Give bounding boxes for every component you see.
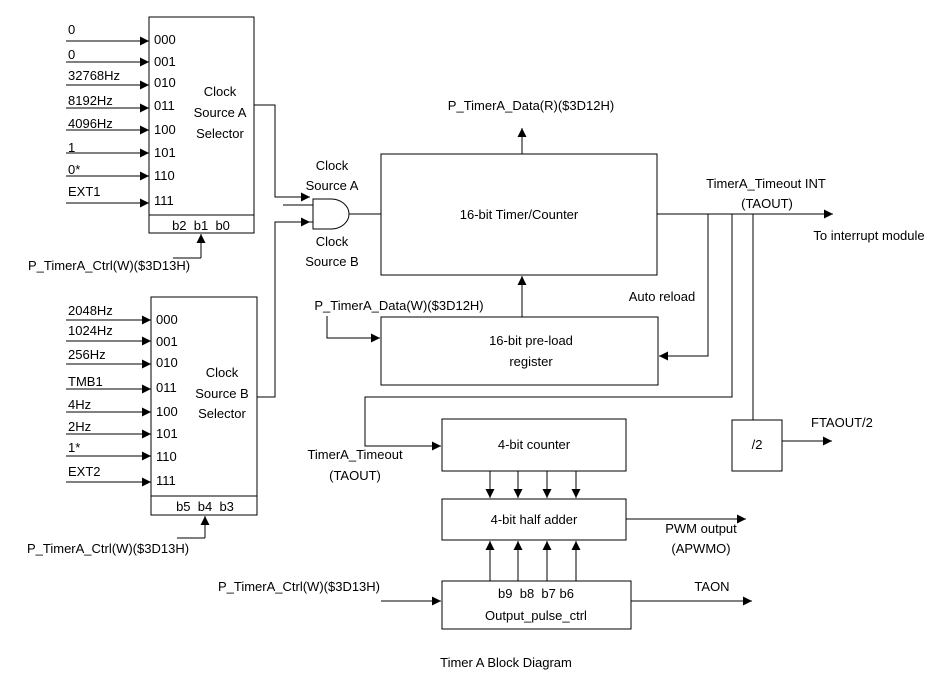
selector-b-input-label: 2048Hz xyxy=(68,303,113,318)
selector-b-input-label: 256Hz xyxy=(68,347,106,362)
and-label-a-line-1: Clock xyxy=(316,158,349,173)
selector-b-title-line-1: Clock xyxy=(206,365,239,380)
counter-timeout-label-line-2: (TAOUT) xyxy=(329,468,381,483)
selector-b-code: 111 xyxy=(156,473,176,488)
timer-counter-label: 16-bit Timer/Counter xyxy=(460,207,579,222)
selector-a-input-label: 4096Hz xyxy=(68,116,113,131)
adder-label: 4-bit half adder xyxy=(491,512,578,527)
pwm-label-line-2: (APWMO) xyxy=(671,541,730,556)
divider-box xyxy=(731,419,783,472)
timer-counter-box xyxy=(380,153,658,276)
preload-write-arrow xyxy=(326,316,380,343)
selector-b-input-label: EXT2 xyxy=(68,464,101,479)
selector-a-bits: b2 b1 b0 xyxy=(172,218,230,233)
selector-a-code: 110 xyxy=(154,168,175,183)
selector-b-code: 100 xyxy=(156,404,178,419)
selector-a-code: 000 xyxy=(154,32,176,47)
selector-a-title-line-2: Source A xyxy=(194,105,247,120)
selector-b-code: 000 xyxy=(156,312,178,327)
auto-reload-wire xyxy=(659,214,709,361)
divider-output-label: FTAOUT/2 xyxy=(811,415,873,430)
selector-a-input-label: 0 xyxy=(68,22,75,37)
selector-b-bits: b5 b4 b3 xyxy=(176,499,234,514)
preload-write-label: P_TimerA_Data(W)($3D12H) xyxy=(314,298,483,313)
selector-b-title-line-2: Source B xyxy=(195,386,248,401)
pulse-ctrl-box xyxy=(441,580,632,630)
counter4-box xyxy=(441,418,627,472)
selector-b-input-label: TMB1 xyxy=(68,374,103,389)
selector-b-box xyxy=(150,296,258,516)
selector-a-input-label: 8192Hz xyxy=(68,93,113,108)
selector-b-input-label: 2Hz xyxy=(68,419,91,434)
taon-label: TAON xyxy=(694,579,729,594)
selector-b-code: 010 xyxy=(156,355,178,370)
and-gate xyxy=(312,198,350,230)
pwm-label-line-1: PWM output xyxy=(665,521,737,536)
selector-b-code: 101 xyxy=(156,426,178,441)
selector-a-code: 101 xyxy=(154,145,176,160)
timer-read-label: P_TimerA_Data(R)($3D12H) xyxy=(448,98,614,113)
selector-a-code: 100 xyxy=(154,122,176,137)
source-b-wire xyxy=(257,217,310,398)
selector-a-input-label: EXT1 xyxy=(68,184,101,199)
selector-a-code: 010 xyxy=(154,75,176,90)
selector-b-code: 001 xyxy=(156,334,178,349)
and-label-b-line-1: Clock xyxy=(316,234,349,249)
interrupt-module-label: To interrupt module xyxy=(813,228,924,243)
selector-a-title-line-3: Selector xyxy=(196,126,244,141)
preload-label-line-2: register xyxy=(509,354,553,369)
selector-a-title-line-1: Clock xyxy=(204,84,237,99)
pulse-ctrl-bits: b9 b8 b7 b6 xyxy=(498,586,574,601)
selector-b-input-label: 1* xyxy=(68,440,80,455)
and-label-b-line-2: Source B xyxy=(305,254,358,269)
selector-b-input-label: 4Hz xyxy=(68,397,91,412)
selector-a-input-label: 0* xyxy=(68,162,80,177)
auto-reload-label: Auto reload xyxy=(629,289,696,304)
preload-register-box xyxy=(380,316,659,386)
selector-a-input-label: 32768Hz xyxy=(68,68,120,83)
selector-a-code: 111 xyxy=(154,193,174,208)
counter4-label: 4-bit counter xyxy=(498,437,571,452)
preload-label-line-1: 16-bit pre-load xyxy=(489,333,573,348)
selector-b-title-line-3: Selector xyxy=(198,406,246,421)
selector-a-code: 001 xyxy=(154,54,176,69)
selector-a-input-label: 0 xyxy=(68,47,75,62)
selector-a-code: 011 xyxy=(154,98,175,113)
timeout-int-label: TimerA_Timeout INT xyxy=(706,176,826,191)
selector-b-code: 011 xyxy=(156,380,177,395)
selector-b-code: 110 xyxy=(156,449,177,464)
divider-label: /2 xyxy=(752,437,763,452)
selector-a-ctrl-label: P_TimerA_Ctrl(W)($3D13H) xyxy=(28,258,190,273)
diagram-caption: Timer A Block Diagram xyxy=(440,655,572,670)
taout-label: (TAOUT) xyxy=(741,196,793,211)
counter-timeout-label-line-1: TimerA_Timeout xyxy=(307,447,403,462)
selector-b-input-label: 1024Hz xyxy=(68,323,113,338)
pulse-ctrl-input-label: P_TimerA_Ctrl(W)($3D13H) xyxy=(218,579,380,594)
and-label-a-line-2: Source A xyxy=(306,178,359,193)
selector-b-ctrl-label: P_TimerA_Ctrl(W)($3D13H) xyxy=(27,541,189,556)
pulse-ctrl-label: Output_pulse_ctrl xyxy=(485,608,587,623)
selector-a-input-label: 1 xyxy=(68,140,75,155)
taout-to-counter-wire xyxy=(364,214,733,451)
source-a-wire xyxy=(254,104,310,202)
selector-a-box xyxy=(148,16,255,234)
